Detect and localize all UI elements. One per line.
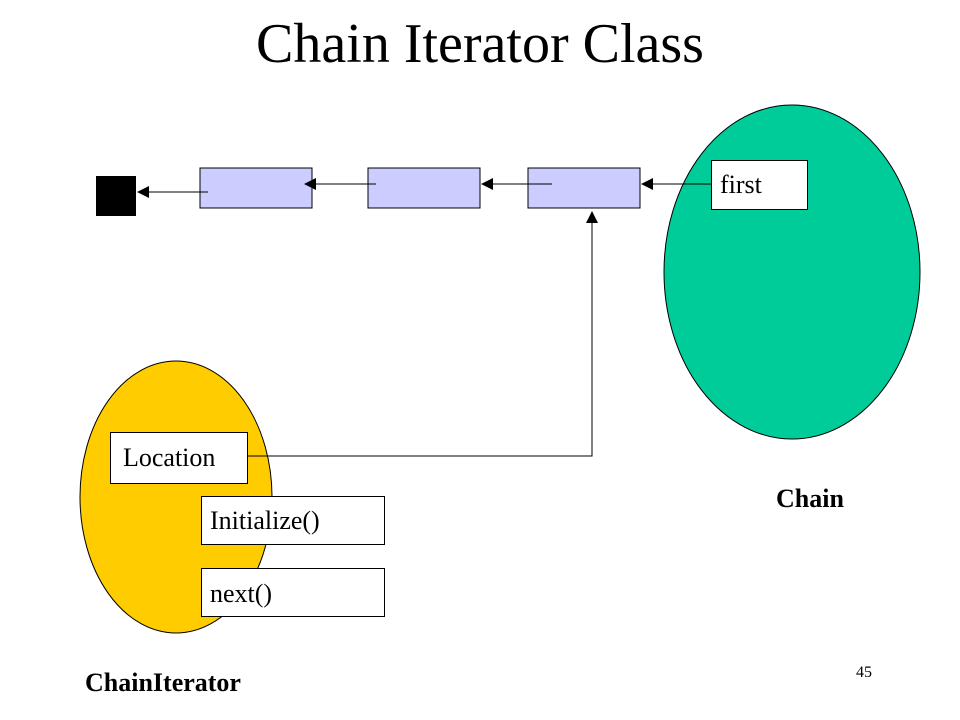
slide-title: Chain Iterator Class bbox=[256, 13, 704, 75]
chain-node-3 bbox=[527, 167, 641, 209]
chain-node-1 bbox=[199, 167, 313, 209]
iterator-location-field: Location bbox=[110, 432, 248, 484]
chain-node-2 bbox=[367, 167, 481, 209]
page-number: 45 bbox=[856, 664, 872, 681]
chain-object-ellipse bbox=[663, 104, 921, 440]
iterator-next-method: next() bbox=[201, 568, 385, 617]
chain-caption: Chain bbox=[776, 484, 844, 513]
iterator-initialize-method: Initialize() bbox=[201, 496, 385, 545]
chain-first-field: first bbox=[711, 160, 808, 210]
pointer-location-to-node3 bbox=[248, 211, 598, 457]
iterator-caption: ChainIterator bbox=[85, 668, 241, 697]
null-terminator bbox=[96, 176, 136, 216]
